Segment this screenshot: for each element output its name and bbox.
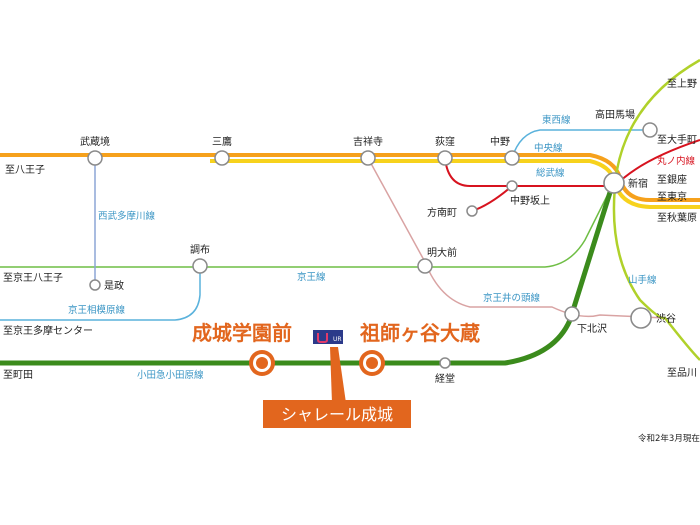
ur-logo-text: UR bbox=[333, 336, 342, 343]
label-ogikubo: 荻窪 bbox=[435, 135, 455, 148]
label-meidaimae: 明大前 bbox=[427, 246, 457, 259]
station-shibuya bbox=[630, 307, 652, 329]
highlight-seijogakuenmae: 成城学園前 bbox=[192, 321, 292, 345]
station-honancho bbox=[466, 205, 478, 217]
label-takadanobaba: 高田馬場 bbox=[595, 108, 635, 121]
station-musashisakai bbox=[87, 150, 103, 166]
sobu-line bbox=[210, 159, 700, 209]
line-label-seibu-tamagawa: 西武多摩川線 bbox=[98, 210, 156, 222]
marunouchi-branch bbox=[471, 185, 513, 212]
station-meidaimae bbox=[417, 258, 433, 274]
property-pointer bbox=[330, 347, 346, 403]
line-label-keio: 京王線 bbox=[297, 271, 326, 283]
station-ogikubo bbox=[437, 150, 453, 166]
property-box bbox=[263, 400, 411, 428]
dest-otemachi: 至大手町 bbox=[657, 133, 697, 146]
dest-marunouchi: 丸ノ内線 bbox=[657, 155, 696, 167]
station-kyodo bbox=[439, 357, 451, 369]
label-shimokitazawa: 下北沢 bbox=[577, 322, 607, 335]
dest-akihabara: 至秋葉原 bbox=[657, 211, 697, 224]
label-musashisakai: 武蔵境 bbox=[80, 135, 110, 148]
station-nakanosakaue bbox=[506, 180, 518, 192]
station-shimokitazawa bbox=[564, 306, 580, 322]
dest-keio-hachioji: 至京王八王子 bbox=[3, 271, 63, 284]
ur-logo: UR bbox=[313, 330, 343, 344]
label-mitaka: 三鷹 bbox=[212, 135, 232, 148]
station-shinjuku bbox=[603, 172, 625, 194]
highlight-soshigaya-okura: 祖師ヶ谷大蔵 bbox=[359, 321, 480, 345]
label-nakano: 中野 bbox=[490, 135, 510, 148]
station-takadanobaba bbox=[642, 122, 658, 138]
station-chofu bbox=[192, 258, 208, 274]
dest-tokyo: 至東京 bbox=[657, 190, 687, 203]
line-label-chuo: 中央線 bbox=[534, 142, 563, 154]
notice-date: 令和2年3月現在 bbox=[638, 433, 700, 444]
label-shinjuku: 新宿 bbox=[628, 177, 648, 190]
label-koremasa: 是政 bbox=[104, 279, 124, 292]
odakyu-line bbox=[0, 185, 615, 366]
label-honancho: 方南町 bbox=[427, 206, 457, 219]
inokashira-line bbox=[367, 157, 666, 319]
station-kichijoji bbox=[360, 150, 376, 166]
line-label-tozai: 東西線 bbox=[542, 114, 571, 126]
label-kichijoji: 吉祥寺 bbox=[353, 135, 383, 148]
dest-ginza: 至銀座 bbox=[657, 173, 687, 186]
line-label-inokashira: 京王井の頭線 bbox=[483, 292, 541, 304]
station-mitaka bbox=[214, 150, 230, 166]
property-name: シャレール成城 bbox=[281, 405, 393, 424]
label-kyodo: 経堂 bbox=[435, 372, 455, 385]
keio-line bbox=[0, 185, 613, 268]
line-label-yamanote: 山手線 bbox=[628, 274, 657, 286]
dest-ueno: 至上野 bbox=[667, 78, 697, 90]
line-label-odakyu: 小田急小田原線 bbox=[137, 369, 204, 381]
keio-sagamihara-line bbox=[0, 267, 201, 321]
dest-keio-tama-center: 至京王多摩センター bbox=[3, 324, 93, 337]
line-label-keio-sagamihara: 京王相模原線 bbox=[68, 304, 126, 316]
dest-hachioji: 至八王子 bbox=[5, 164, 45, 176]
station-koremasa bbox=[89, 279, 101, 291]
station-nakano bbox=[504, 150, 520, 166]
dest-shinagawa: 至品川 bbox=[667, 367, 697, 379]
label-nakanosakaue: 中野坂上 bbox=[510, 194, 550, 207]
line-label-sobu: 総武線 bbox=[536, 167, 565, 179]
label-chofu: 調布 bbox=[190, 243, 210, 256]
yamanote-line bbox=[612, 58, 700, 361]
label-shibuya: 渋谷 bbox=[656, 312, 676, 325]
dest-machida: 至町田 bbox=[3, 369, 33, 381]
